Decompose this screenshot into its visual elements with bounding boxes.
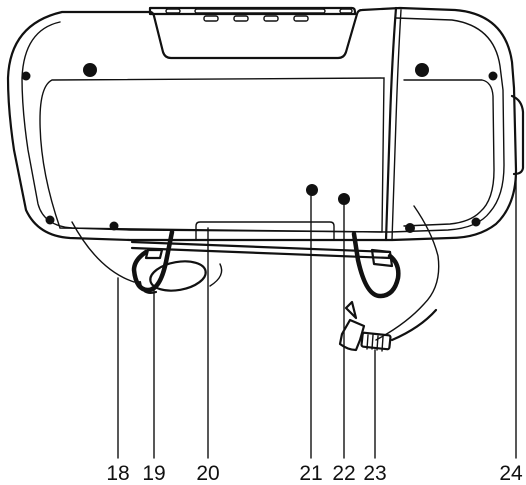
callout-24: 24: [499, 462, 523, 485]
callout-20: 20: [196, 462, 219, 485]
screw-top-far-left: [21, 71, 31, 81]
screw-bottom-left: [45, 215, 55, 225]
screw-bottom-far-right: [471, 217, 481, 227]
port-22: [338, 193, 350, 205]
callout-labels: 18 19 20 21 22 23 24: [106, 462, 523, 485]
screw-top-center-right: [415, 63, 429, 77]
strap-slot: [195, 221, 335, 241]
top-buttons-bar: [148, 6, 357, 22]
cable-plug: [338, 300, 438, 352]
callout-19: 19: [142, 462, 165, 485]
callout-22: 22: [332, 462, 355, 485]
device-housing: [6, 6, 525, 242]
port-21: [306, 184, 318, 196]
callout-23: 23: [363, 462, 386, 485]
mounting-bar: [130, 240, 392, 260]
screw-top-far-right: [488, 71, 498, 81]
screw-holes: [21, 63, 498, 233]
callout-18: 18: [106, 462, 129, 485]
screw-bottom-right: [405, 223, 415, 233]
screw-top-left: [83, 63, 97, 77]
left-bracket-clip: [71, 221, 223, 294]
callout-21: 21: [299, 462, 322, 485]
leader-lines: [117, 175, 517, 459]
screw-bottom-left-2: [109, 221, 119, 231]
right-bracket-clip: [351, 205, 440, 341]
